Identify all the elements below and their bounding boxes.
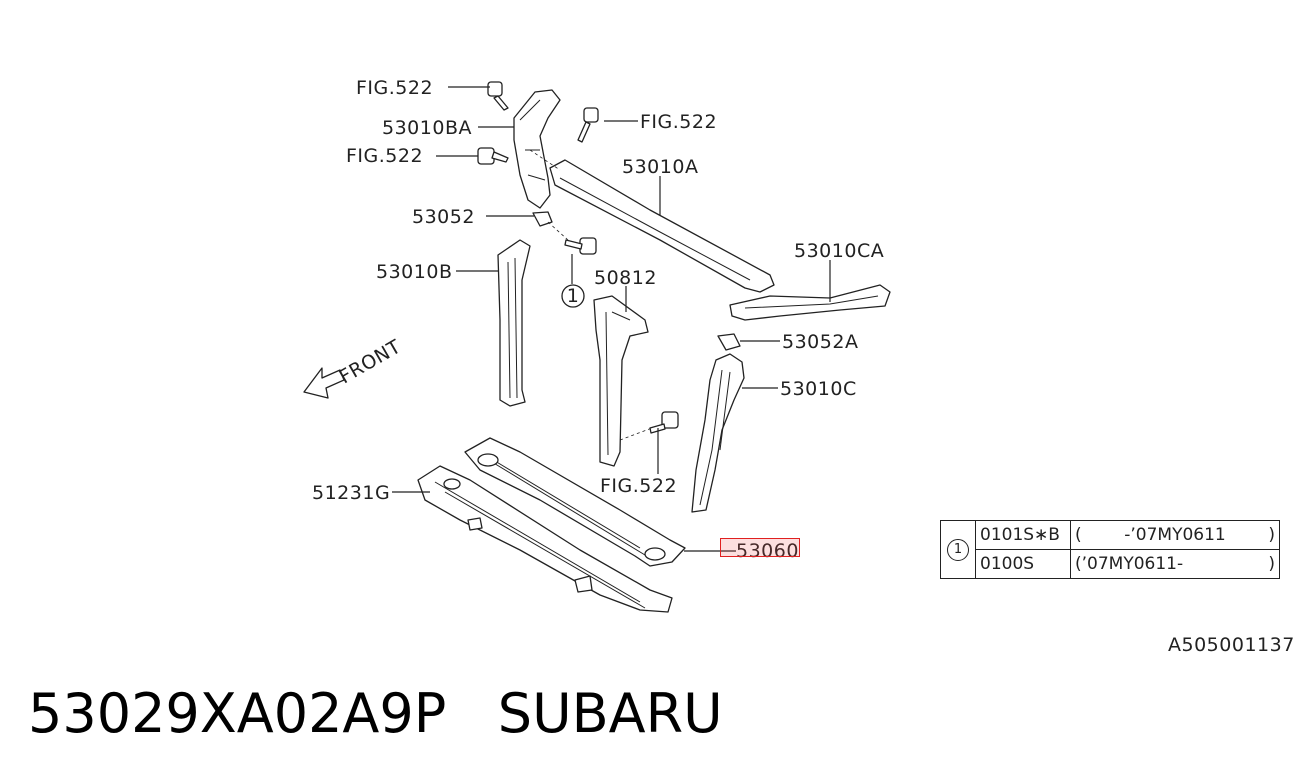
- callout-53010BA: 53010BA: [382, 117, 472, 139]
- legend-range-end: ): [1268, 554, 1275, 574]
- part-53010A: [549, 159, 775, 293]
- part-51231G: [417, 465, 673, 613]
- legend-ref-cell: 1: [940, 520, 976, 579]
- part-50812: [593, 295, 649, 467]
- bolt-left: [477, 147, 509, 165]
- footer-title: 53029XA02A9P SUBARU: [28, 682, 723, 745]
- front-arrow-icon: FRONT: [303, 336, 405, 399]
- clip-53052: [532, 211, 553, 227]
- part-53010C: [691, 353, 745, 513]
- legend-row: 0100S (’07MY0611- ): [941, 549, 1280, 579]
- part-53010BA: [513, 89, 561, 209]
- bolt-right: [577, 107, 599, 143]
- ref-circle: 1: [561, 284, 585, 308]
- legend-range-start: (: [1075, 525, 1082, 545]
- part-53010B: [497, 239, 531, 407]
- legend-code-cell: 0101S∗B: [975, 520, 1071, 550]
- ref-circle-label: 1: [567, 285, 580, 307]
- part-number: 53029XA02A9P: [28, 682, 447, 745]
- callout-fig522-bottom: FIG.522: [600, 475, 677, 497]
- callout-50812: 50812: [594, 267, 657, 289]
- legend-range-end: ): [1268, 525, 1275, 545]
- legend-range-start: (’07MY0611-: [1075, 554, 1184, 574]
- callout-53010A: 53010A: [622, 156, 698, 178]
- highlight-box: [720, 538, 800, 557]
- callout-53010B: 53010B: [376, 261, 452, 283]
- legend-code-cell: 0100S: [975, 549, 1071, 579]
- front-label: FRONT: [336, 336, 405, 389]
- callout-53010C: 53010C: [780, 378, 857, 400]
- legend-row: 1 0101S∗B ( -’07MY0611 ): [940, 520, 1280, 579]
- image-id-label: A505001137: [1168, 634, 1295, 656]
- callout-53010CA: 53010CA: [794, 240, 884, 262]
- callout-fig522-top: FIG.522: [356, 77, 433, 99]
- legend-range-mid: -’07MY0611: [1124, 525, 1226, 545]
- legend-range-cell: (’07MY0611- ): [1070, 549, 1280, 579]
- bolt-bottom: [649, 411, 679, 434]
- part-53060: [464, 437, 686, 567]
- callout-fig522-left: FIG.522: [346, 145, 423, 167]
- leader-lines: [392, 86, 831, 552]
- callout-53052: 53052: [412, 206, 475, 228]
- bolt-top: [487, 81, 509, 111]
- clip-53052A: [717, 333, 741, 351]
- callout-53052A: 53052A: [782, 331, 858, 353]
- legend-table: 1 0101S∗B ( -’07MY0611 ) 0100S (’07MY061…: [940, 520, 1280, 579]
- part-53010CA: [729, 284, 891, 321]
- bolt-ref1: [564, 237, 597, 255]
- legend-range-cell: ( -’07MY0611 ): [1070, 520, 1280, 550]
- brand-name: SUBARU: [497, 682, 723, 745]
- callout-51231G: 51231G: [312, 482, 390, 504]
- legend-ref-circle: 1: [947, 539, 969, 561]
- callout-fig522-right: FIG.522: [640, 111, 717, 133]
